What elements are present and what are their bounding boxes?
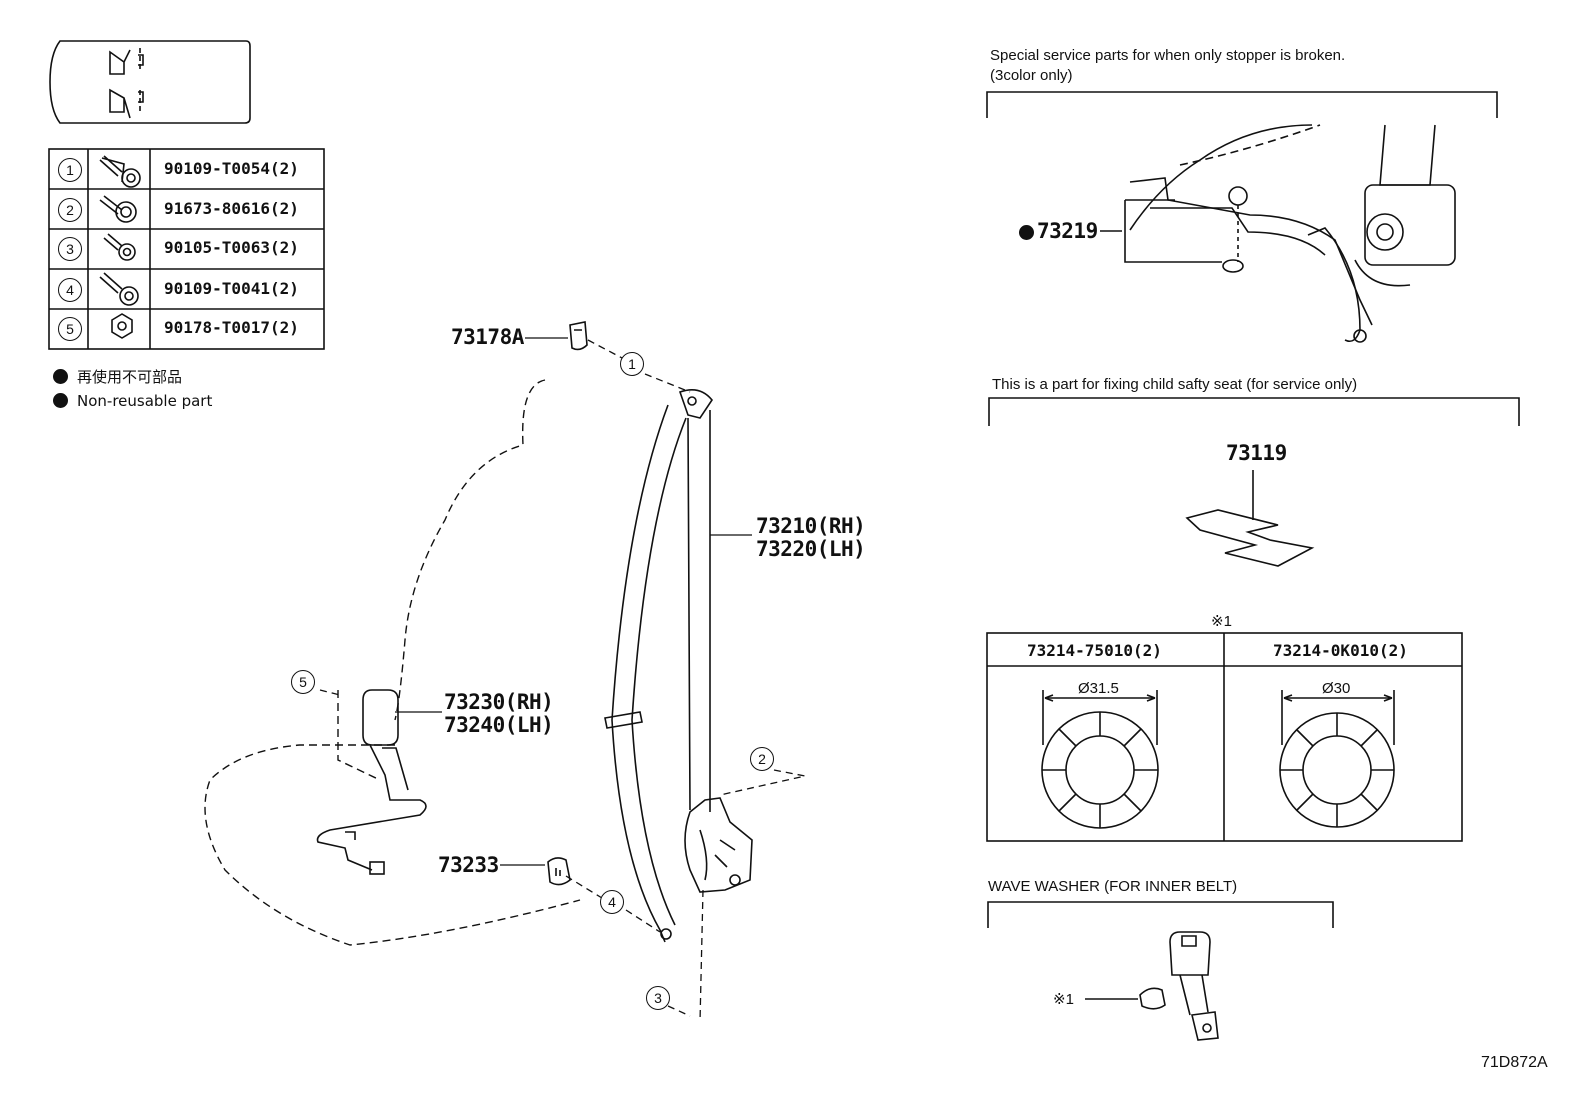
legend-en: Non-reusable part — [53, 392, 212, 410]
fastener-code[interactable]: 90109-T0041(2) — [164, 279, 299, 298]
figure-id: 71D872A — [1481, 1054, 1548, 1071]
wave-washer-icon — [1279, 690, 1395, 828]
wave-washer-icon — [1041, 690, 1159, 829]
bolt-icon — [103, 233, 136, 261]
part-child-seat-plate[interactable]: 73119 — [1226, 441, 1287, 465]
callout-1: 1 — [58, 158, 82, 182]
part-belt-rh[interactable]: 73210(RH) — [756, 514, 866, 538]
fastener-code[interactable]: 90178-T0017(2) — [164, 318, 299, 337]
washer-table-mark: ※1 — [1211, 613, 1232, 630]
stopper-panel-title: Special service parts for when only stop… — [990, 47, 1346, 64]
seat-belt-assembly — [604, 389, 753, 943]
flange-bolt-icon — [99, 195, 137, 223]
fastener-table-grid — [48, 148, 325, 350]
washer-dimension: Ø31.5 — [1078, 680, 1119, 697]
wave-washer-panel-title: WAVE WASHER (FOR INNER BELT) — [988, 878, 1238, 895]
wave-washer-mark: ※1 — [1053, 991, 1074, 1008]
wave-washer-panel-frame — [987, 901, 1334, 928]
buckle-assembly — [316, 689, 427, 875]
stopper-detail — [1100, 124, 1456, 343]
bolt-icon — [99, 155, 141, 188]
filled-dot-icon — [1019, 225, 1034, 240]
diagram-callout-4: 4 — [600, 890, 624, 914]
part-buckle-rh[interactable]: 73230(RH) — [444, 690, 554, 714]
part-belt-lh[interactable]: 73220(LH) — [756, 537, 866, 561]
child-seat-panel-title: This is a part for fixing child safty se… — [992, 376, 1358, 393]
callout-5: 5 — [58, 317, 82, 341]
part-stopper[interactable]: 73219 — [1019, 219, 1098, 243]
child-seat-fixing-plate — [1185, 470, 1315, 567]
diagram-callout-1: 1 — [620, 352, 644, 376]
fastener-code[interactable]: 90105-T0063(2) — [164, 238, 299, 257]
callout-4: 4 — [58, 278, 82, 302]
filled-dot-icon — [53, 393, 68, 408]
legend-jp: 再使用不可部品 — [53, 366, 182, 387]
callout-2: 2 — [58, 198, 82, 222]
callout-lines — [319, 339, 806, 1023]
inner-belt-buckle-detail — [1085, 931, 1219, 1041]
callout-3: 3 — [58, 237, 82, 261]
diagram-callout-3: 3 — [646, 986, 670, 1010]
part-cover[interactable]: 73233 — [438, 853, 499, 877]
fastener-code[interactable]: 91673-80616(2) — [164, 199, 299, 218]
stopper-panel-frame — [986, 91, 1498, 118]
washer-code[interactable]: 73214-0K010(2) — [1273, 641, 1408, 660]
washer-code[interactable]: 73214-75010(2) — [1027, 641, 1162, 660]
part-anchor-cover[interactable]: 73178A — [451, 325, 524, 349]
child-seat-panel-frame — [988, 397, 1520, 426]
diagram-callout-2: 2 — [750, 747, 774, 771]
fastener-code[interactable]: 90109-T0054(2) — [164, 159, 299, 178]
part-buckle-lh[interactable]: 73240(LH) — [444, 713, 554, 737]
washer-dimension: Ø30 — [1322, 680, 1351, 697]
diagram-callout-5: 5 — [291, 670, 315, 694]
stopper-panel-subtitle: (3color only) — [990, 67, 1073, 84]
seat-outline — [204, 379, 581, 946]
leader-lines — [395, 337, 752, 866]
nut-icon — [111, 313, 133, 339]
washer-table-grid — [986, 632, 1463, 842]
bolt-icon — [99, 272, 139, 306]
filled-dot-icon — [53, 369, 68, 384]
anchor-cover-icon — [569, 321, 588, 351]
cover-73233-icon — [547, 857, 571, 886]
vehicle-locator-icon — [49, 40, 251, 124]
